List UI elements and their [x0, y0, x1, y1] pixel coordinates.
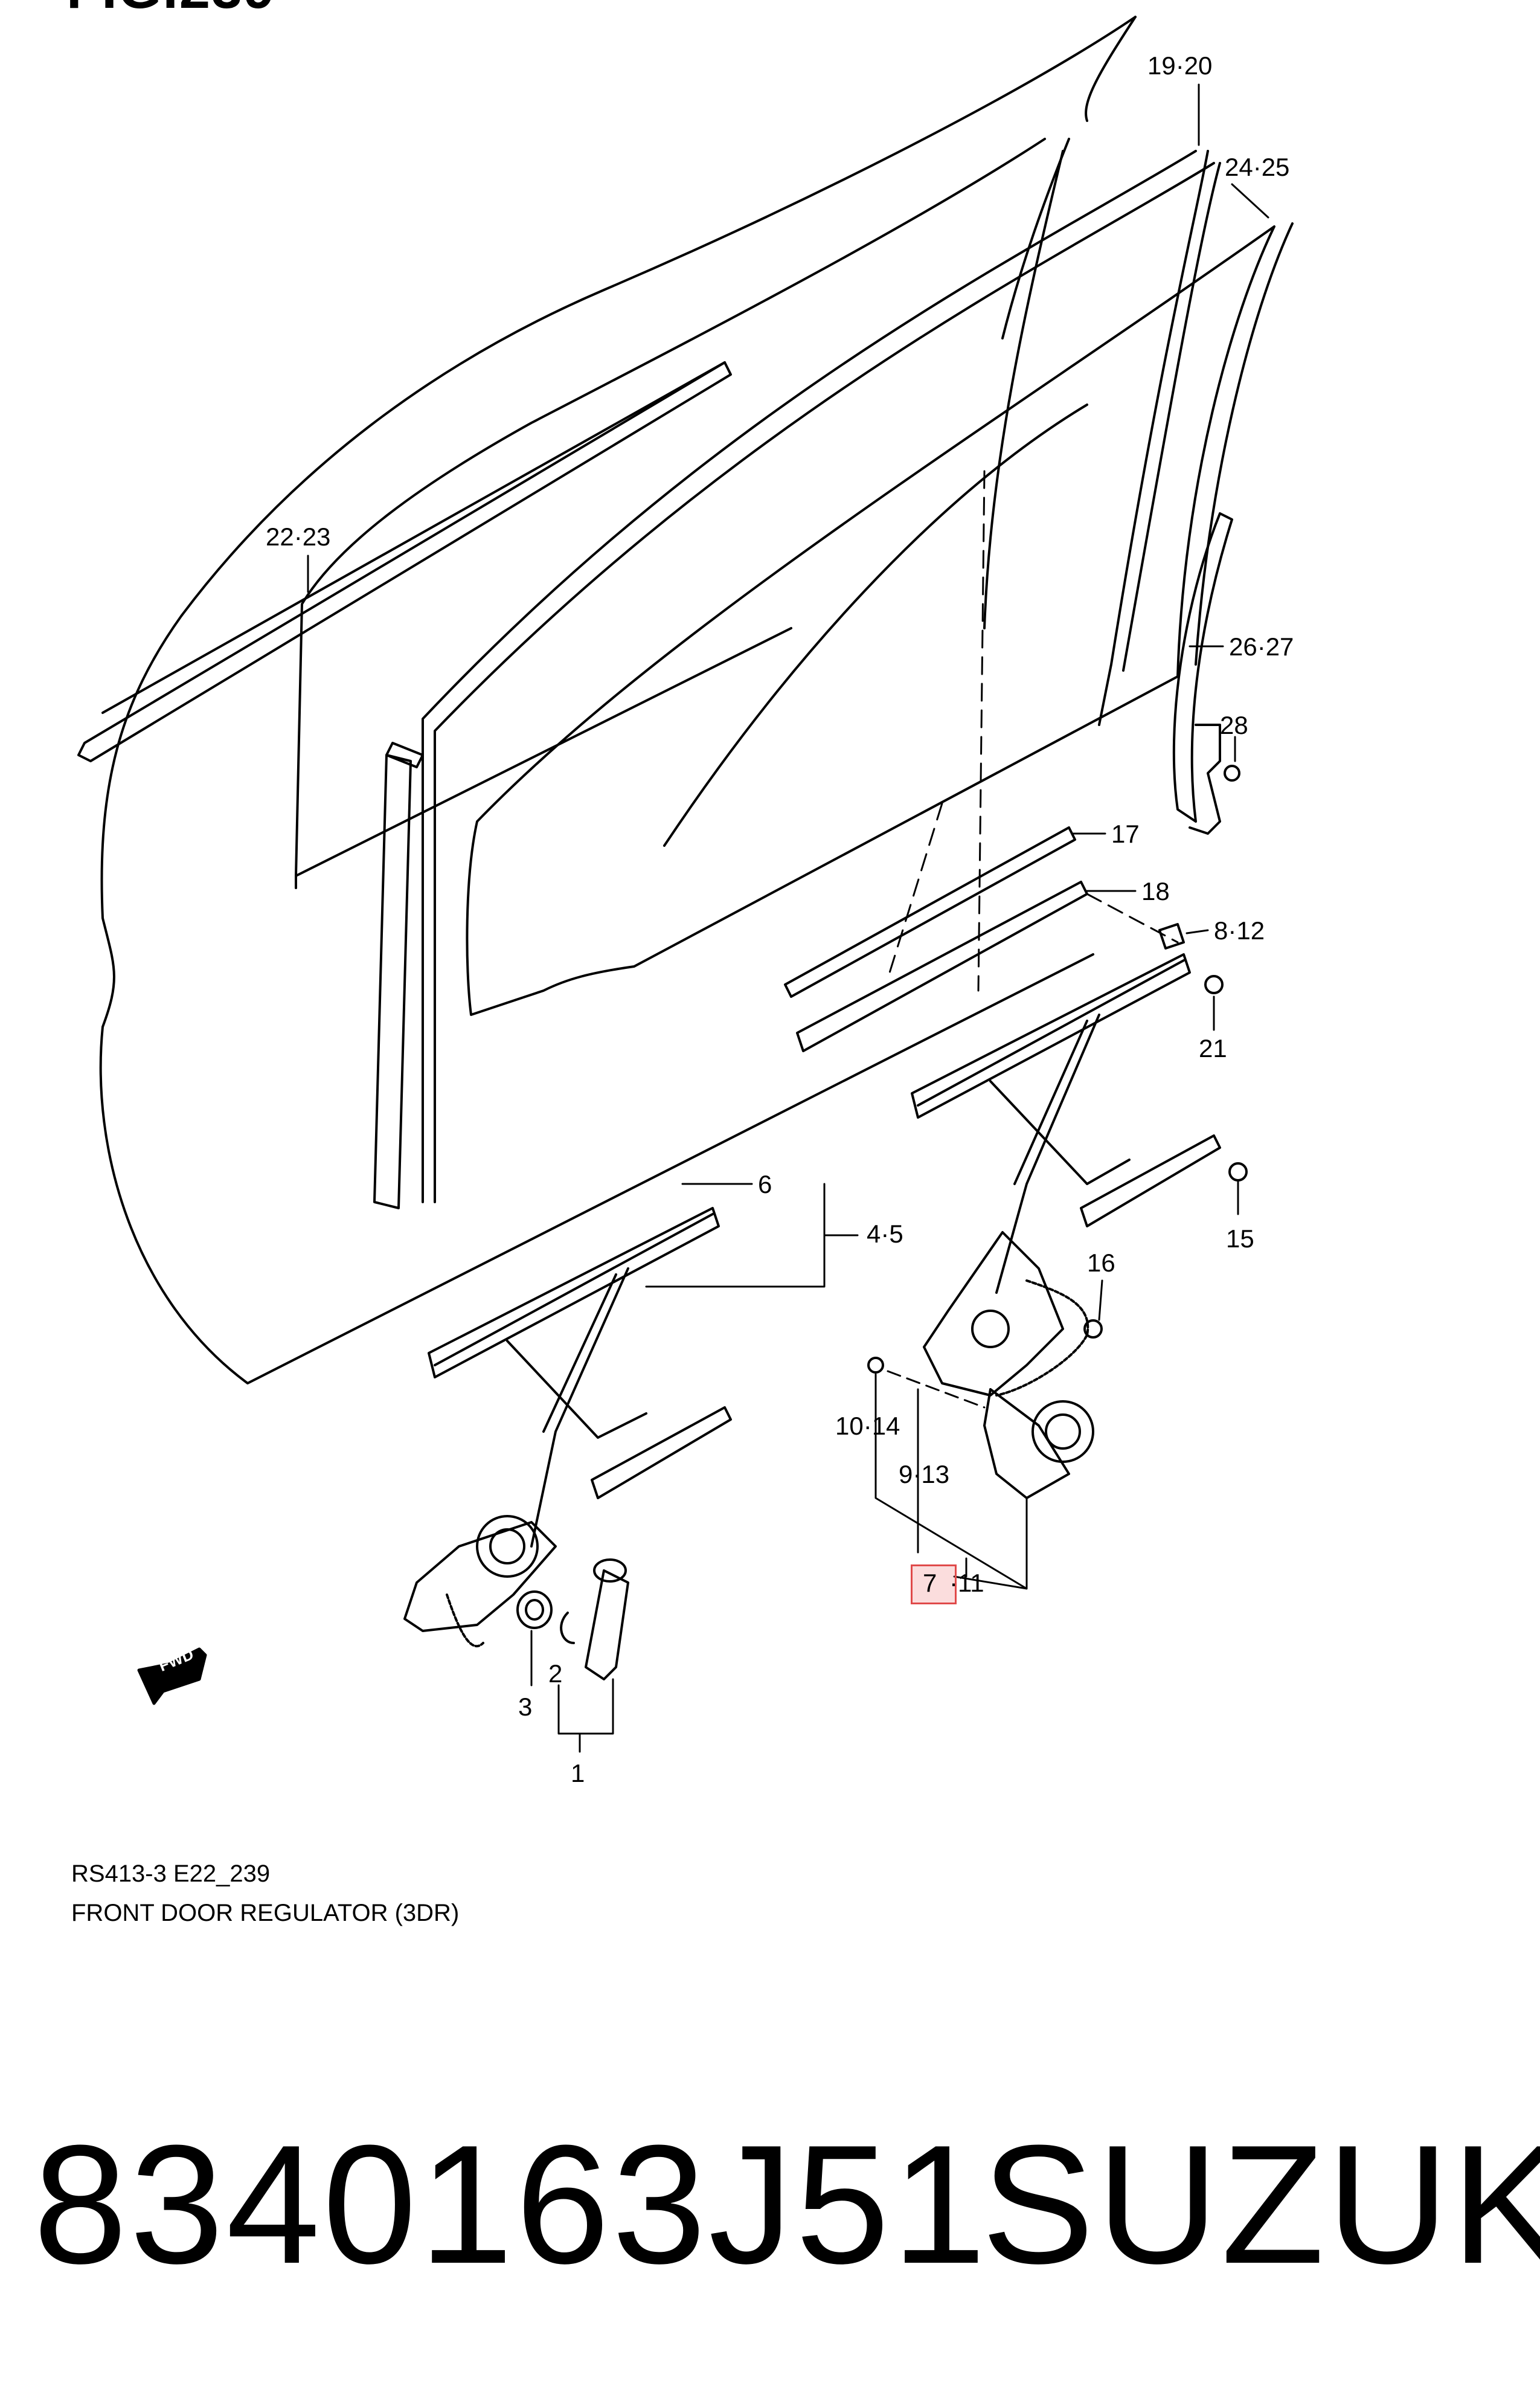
manual-regulator-lower-rail — [591, 1406, 732, 1499]
power-regulator-upper-rail — [911, 953, 1191, 1119]
callout-22-23: 22·23 — [266, 522, 331, 551]
highlight-box-7 — [911, 1564, 957, 1604]
callout-21: 21 — [1199, 1034, 1227, 1063]
outer-weatherstrip-18 — [796, 881, 1088, 1052]
leader-24-25 — [1231, 183, 1269, 219]
manual-regulator-arm-b — [530, 1267, 629, 1548]
callout-16: 16 — [1087, 1249, 1115, 1277]
bolt-15 — [1228, 1162, 1248, 1182]
clip-8-12 — [1158, 923, 1185, 950]
callout-15: 15 — [1226, 1224, 1254, 1253]
window-motor-9-13 — [983, 1388, 1070, 1499]
bolt-16 — [1083, 1319, 1103, 1339]
part-number: 8340163J51 — [33, 2111, 989, 2299]
fwd-arrow — [137, 1647, 207, 1705]
caption-code: RS413-3 E22_239 — [71, 1860, 271, 1887]
brand-name: SUZUKI — [981, 2111, 1540, 2299]
product-label-area — [0, 1987, 1540, 2392]
bracket-28 — [1189, 724, 1221, 835]
regulator-handle — [585, 1569, 629, 1680]
weatherstrip-19-20 — [422, 150, 1209, 1203]
run-channel-26-27 — [1172, 512, 1233, 823]
callout-4-5: 4·5 — [867, 1220, 903, 1248]
door-glass-24-25 — [466, 225, 1275, 1016]
callout-11: ·11 — [949, 1569, 984, 1597]
parts-diagram-sheet: FIG.239 — [66, 0, 1294, 1926]
leader-16 — [1098, 1279, 1103, 1321]
bolt-10-14 — [867, 1357, 884, 1374]
inner-weatherstrip-17 — [784, 826, 1076, 998]
manual-regulator-upper-rail — [428, 1207, 720, 1378]
callout-1: 1 — [571, 1759, 585, 1787]
callout-9-13: 9·13 — [899, 1460, 950, 1488]
callout-10-14: 10·14 — [835, 1412, 900, 1440]
power-regulator-arm-b — [995, 1014, 1100, 1294]
callout-18: 18 — [1141, 877, 1170, 905]
callout-3: 3 — [518, 1693, 533, 1721]
figure-title: FIG.239 — [66, 0, 275, 21]
door-panel-outline — [99, 16, 1137, 1384]
escutcheon-3 — [516, 1590, 553, 1629]
leader-1-9-7 — [874, 1373, 1028, 1590]
power-regulator-lower-rail — [1080, 1134, 1221, 1227]
window-frame — [295, 138, 1046, 877]
callout-7: 7 — [923, 1569, 937, 1597]
callout-2: 2 — [548, 1659, 563, 1688]
callout-24-25: 24·25 — [1225, 153, 1290, 181]
callout-26-27: 26·27 — [1229, 632, 1294, 661]
manual-regulator-arm-a — [506, 1340, 647, 1439]
leader-4-5 — [645, 1183, 859, 1288]
bolt-21 — [1204, 975, 1224, 994]
power-regulator-arm-a — [989, 1080, 1131, 1185]
door-panel-outer — [1085, 16, 1137, 122]
callout-6: 6 — [758, 1170, 772, 1198]
callout-19-20: 19·20 — [1147, 51, 1213, 80]
callout-8-12: 8·12 — [1214, 916, 1265, 945]
caption-title: FRONT DOOR REGULATOR (3DR) — [71, 1900, 460, 1926]
callout-17: 17 — [1111, 820, 1140, 848]
callout-28: 28 — [1220, 711, 1248, 739]
leader-1 — [557, 1678, 614, 1753]
leader-8-12 — [1185, 929, 1209, 934]
power-regulator-gear-plate — [923, 1231, 1064, 1397]
belt-molding-22-23 — [77, 361, 732, 762]
clip-2 — [560, 1612, 575, 1644]
exploded-view-drawing — [77, 16, 1294, 1753]
manual-regulator-gear-plate — [403, 1521, 557, 1632]
